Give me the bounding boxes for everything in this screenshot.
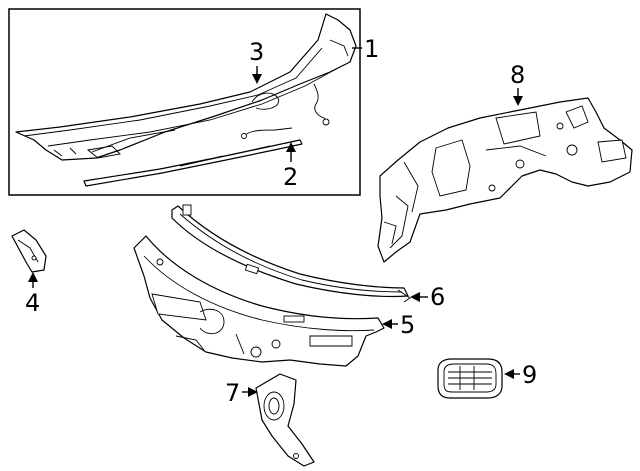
inset-frame bbox=[8, 8, 361, 196]
cowl-grille-part bbox=[15, 13, 357, 161]
callout-7: 7 bbox=[225, 379, 240, 407]
side-bracket-part bbox=[11, 229, 47, 273]
callout-1: 1 bbox=[364, 35, 379, 63]
arrowhead-7 bbox=[248, 387, 258, 397]
callout-9: 9 bbox=[522, 361, 537, 389]
harness-connector bbox=[322, 118, 330, 126]
mounting-bracket-part bbox=[255, 373, 315, 467]
arrowhead-6 bbox=[410, 292, 420, 302]
cowl-panel-part bbox=[133, 235, 385, 367]
arrowhead-3 bbox=[252, 74, 262, 84]
callout-3: 3 bbox=[249, 38, 264, 66]
reinforcement-part bbox=[171, 204, 411, 303]
arrowhead-5 bbox=[382, 319, 392, 329]
arrowhead-2 bbox=[286, 142, 296, 152]
arrowhead-8 bbox=[513, 96, 523, 106]
callout-2: 2 bbox=[283, 163, 298, 191]
callout-5: 5 bbox=[400, 311, 415, 339]
vent-grille-part bbox=[437, 358, 503, 399]
arrowhead-9 bbox=[504, 369, 514, 379]
callout-8: 8 bbox=[510, 61, 525, 89]
callout-6: 6 bbox=[430, 283, 445, 311]
wire-harness bbox=[313, 83, 329, 125]
callout-4: 4 bbox=[25, 289, 40, 317]
weatherstrip-part bbox=[83, 127, 303, 187]
dash-panel-part bbox=[377, 97, 633, 263]
arrowhead-4 bbox=[28, 272, 38, 282]
